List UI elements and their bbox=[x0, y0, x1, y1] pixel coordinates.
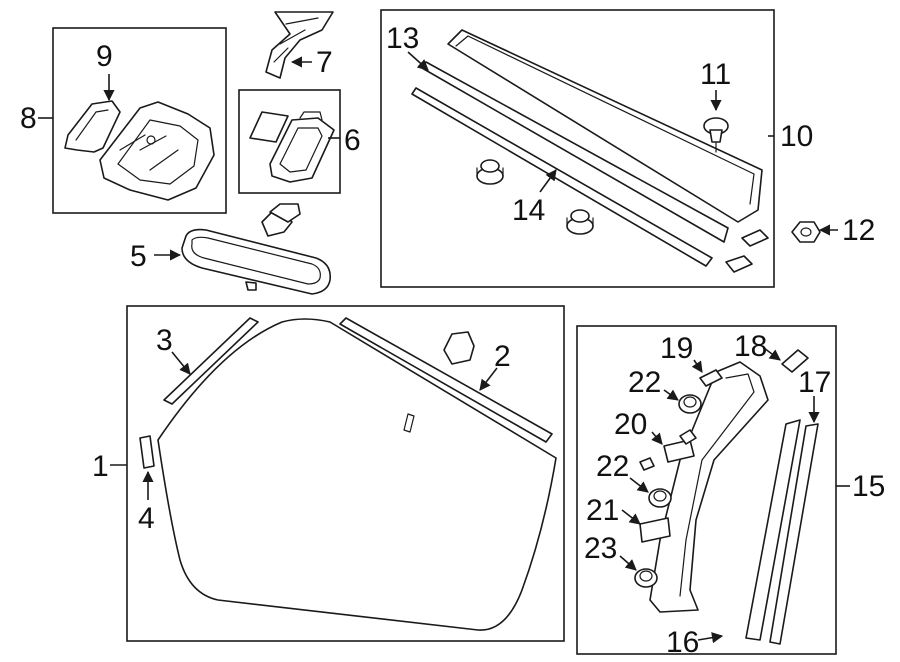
callout-17: 17 bbox=[798, 366, 831, 399]
callout-14: 14 bbox=[512, 194, 545, 227]
cowl-grommet-left bbox=[476, 159, 504, 185]
callout-18: 18 bbox=[734, 330, 767, 363]
callout-22-upper: 22 bbox=[628, 366, 661, 399]
clip-18 bbox=[781, 349, 809, 373]
cowl-clip-lower bbox=[725, 255, 753, 273]
group-box-cowl-panel bbox=[380, 9, 775, 288]
clip-small-a bbox=[679, 429, 697, 445]
rear-view-mirror-part bbox=[181, 203, 332, 295]
callout-1: 1 bbox=[92, 450, 109, 483]
callout-10: 10 bbox=[780, 120, 813, 153]
callout-19: 19 bbox=[660, 332, 693, 365]
lower-molding-part bbox=[411, 87, 713, 267]
cowl-grommet-right bbox=[566, 209, 594, 235]
callout-11: 11 bbox=[700, 58, 731, 91]
callout-12: 12 bbox=[842, 214, 875, 247]
callout-8: 8 bbox=[20, 102, 37, 135]
group-box-pillar-trim bbox=[576, 325, 837, 655]
grommet-22-upper bbox=[678, 394, 702, 414]
mirror-cover-part bbox=[265, 11, 334, 79]
callout-6: 6 bbox=[344, 124, 361, 157]
windshield-molding-part bbox=[339, 317, 553, 443]
group-box-camera-bracket bbox=[52, 27, 227, 214]
callout-7: 7 bbox=[316, 46, 333, 79]
clip-19 bbox=[699, 369, 723, 387]
clip-21 bbox=[639, 517, 671, 543]
spacer-part bbox=[139, 435, 155, 469]
callout-16: 16 bbox=[666, 626, 699, 659]
group-box-rain-sensor bbox=[238, 89, 341, 194]
grommet-22-lower bbox=[648, 488, 672, 508]
callout-4: 4 bbox=[138, 502, 155, 535]
side-molding-part bbox=[163, 317, 259, 405]
callout-3: 3 bbox=[156, 324, 173, 357]
callout-23: 23 bbox=[584, 532, 617, 565]
callout-20: 20 bbox=[614, 408, 647, 441]
callout-21: 21 bbox=[586, 494, 619, 527]
clip-20 bbox=[663, 439, 695, 463]
windshield-glass-part bbox=[157, 318, 557, 631]
callout-15: 15 bbox=[852, 470, 885, 503]
rain-sensor-part bbox=[249, 111, 335, 183]
sensor-bracket-part bbox=[443, 331, 475, 365]
clip-small-b bbox=[639, 457, 655, 471]
cowl-clip-upper bbox=[741, 229, 769, 247]
leader-lines bbox=[38, 51, 850, 644]
pillar-seal-part bbox=[745, 419, 801, 641]
grommet-23 bbox=[634, 568, 658, 588]
group-box-windshield bbox=[126, 305, 565, 642]
camera-bracket-part bbox=[64, 100, 215, 201]
callout-5: 5 bbox=[130, 240, 147, 273]
push-pin-part bbox=[703, 117, 729, 153]
pillar-weatherstrip-part bbox=[769, 423, 819, 645]
cowl-panel-part bbox=[447, 29, 763, 223]
callout-2: 2 bbox=[494, 340, 511, 373]
callout-13: 13 bbox=[386, 22, 419, 55]
callout-9: 9 bbox=[96, 40, 113, 73]
callout-22-lower: 22 bbox=[596, 450, 629, 483]
pillar-trim-part bbox=[649, 361, 769, 613]
nut-part bbox=[791, 221, 821, 243]
